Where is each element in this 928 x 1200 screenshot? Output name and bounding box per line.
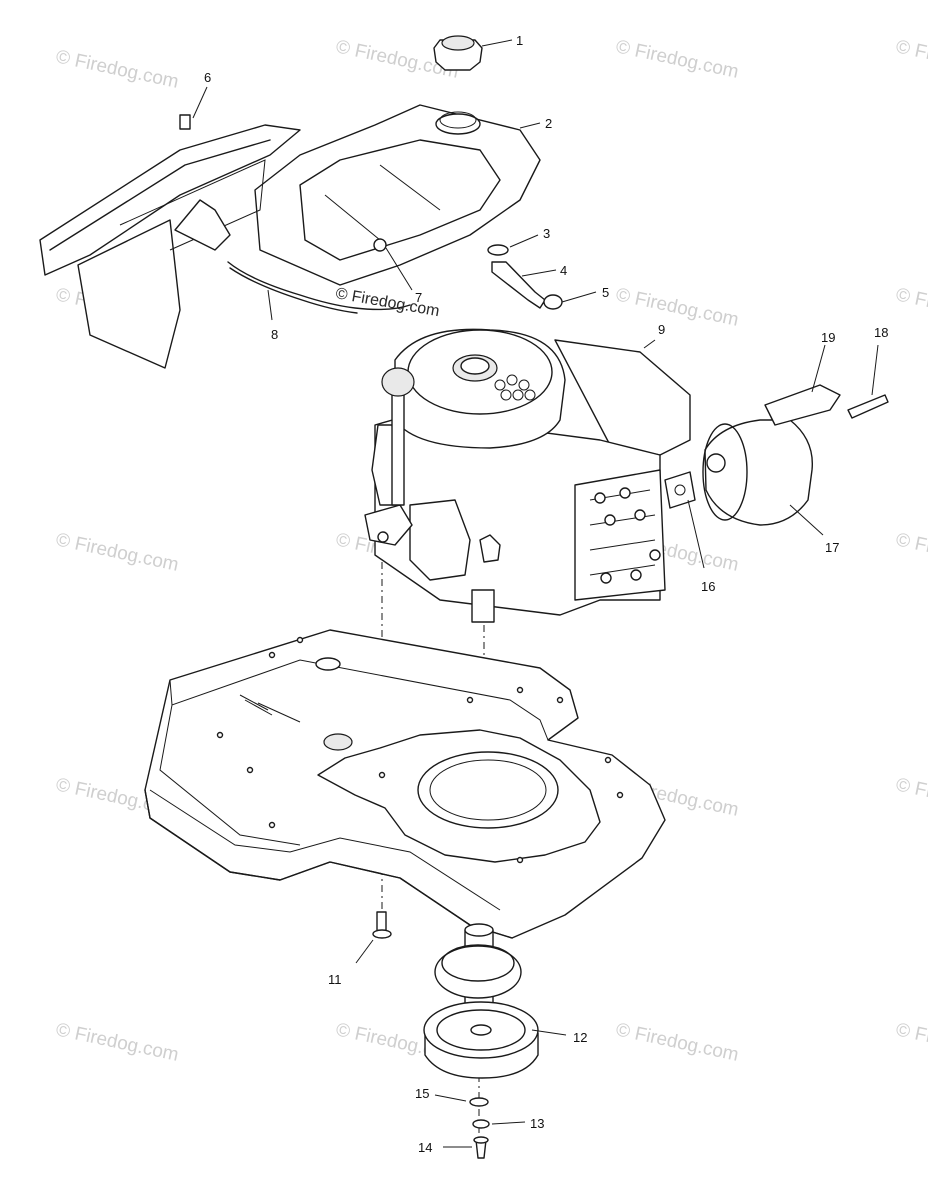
chassis-hole bbox=[323, 733, 353, 751]
chassis-hole bbox=[315, 657, 341, 671]
engine-block bbox=[364, 328, 691, 623]
fuel-hose bbox=[491, 261, 546, 309]
throttle-control bbox=[174, 199, 231, 251]
muffler bbox=[704, 419, 814, 526]
pulley-assembly bbox=[423, 923, 539, 1159]
chassis-frame bbox=[144, 629, 666, 939]
watermark-foreground: © Firedog.com bbox=[334, 285, 441, 320]
watermark: © Firedog.com bbox=[894, 529, 928, 576]
muffler-bolt bbox=[847, 394, 889, 419]
watermark: © Firedog.com bbox=[54, 529, 181, 576]
callout-8: 8 bbox=[271, 327, 278, 342]
exhaust-gasket bbox=[664, 471, 696, 509]
lock-washer-13 bbox=[472, 1119, 490, 1129]
upper-pulley bbox=[434, 945, 522, 999]
callout-7: 7 bbox=[415, 290, 422, 305]
hose-clamp-upper bbox=[487, 244, 509, 256]
tank-drain-fitting bbox=[373, 238, 387, 252]
muffler-shield bbox=[764, 384, 841, 426]
watermark: © Firedog.com bbox=[54, 1019, 181, 1066]
callout-13: 13 bbox=[530, 1116, 544, 1131]
dipstick-cap bbox=[381, 367, 415, 397]
watermark: © Firedog.com bbox=[894, 284, 928, 331]
fuel-tank bbox=[254, 104, 541, 286]
callout-17: 17 bbox=[825, 540, 839, 555]
engine-vent-holes bbox=[494, 374, 536, 401]
callout-15: 15 bbox=[415, 1086, 429, 1101]
dash-bracket bbox=[77, 219, 181, 369]
callout-19: 19 bbox=[821, 330, 835, 345]
dash-panel-assembly bbox=[39, 114, 411, 369]
callout-4: 4 bbox=[560, 263, 567, 278]
crankshaft-stub bbox=[471, 589, 495, 623]
callout-16: 16 bbox=[701, 579, 715, 594]
callout-1: 1 bbox=[516, 33, 523, 48]
callout-2: 2 bbox=[545, 116, 552, 131]
callout-5: 5 bbox=[602, 285, 609, 300]
callout-11: 11 bbox=[328, 972, 342, 987]
watermark: © Firedog.com bbox=[614, 36, 741, 83]
tank-filler-neck bbox=[435, 113, 481, 135]
watermark: © Firedog.com bbox=[614, 284, 741, 331]
watermark: © Firedog.com bbox=[54, 46, 181, 93]
callout-18: 18 bbox=[874, 325, 888, 340]
engine-mount-opening bbox=[417, 751, 559, 829]
engine-governor bbox=[409, 499, 471, 581]
muffler-assembly bbox=[664, 384, 889, 526]
washer-15 bbox=[469, 1097, 489, 1107]
watermark: © Firedog.com bbox=[614, 1019, 741, 1066]
engine-flywheel-cover bbox=[394, 328, 566, 449]
hood-panel bbox=[39, 124, 301, 276]
watermark: © Firedog.com bbox=[894, 774, 928, 821]
dipstick-tube bbox=[391, 394, 405, 506]
mounting-bolt bbox=[372, 911, 392, 939]
callout-14: 14 bbox=[418, 1140, 432, 1155]
hose-clamp-lower bbox=[543, 294, 563, 310]
leader-lines bbox=[192, 39, 879, 1148]
watermark: © Firedog.com bbox=[894, 1019, 928, 1066]
callout-labels: 1 2 3 4 5 6 7 8 9 11 12 13 14 15 16 17 1… bbox=[204, 33, 888, 1155]
panel-screw bbox=[179, 114, 191, 130]
callout-6: 6 bbox=[204, 70, 211, 85]
fuel-tank-assembly bbox=[254, 35, 541, 286]
callout-3: 3 bbox=[543, 226, 550, 241]
watermark: © Firedog.com bbox=[894, 36, 928, 83]
callout-12: 12 bbox=[573, 1030, 587, 1045]
fuel-hose-assembly bbox=[487, 244, 563, 310]
callout-9: 9 bbox=[658, 322, 665, 337]
